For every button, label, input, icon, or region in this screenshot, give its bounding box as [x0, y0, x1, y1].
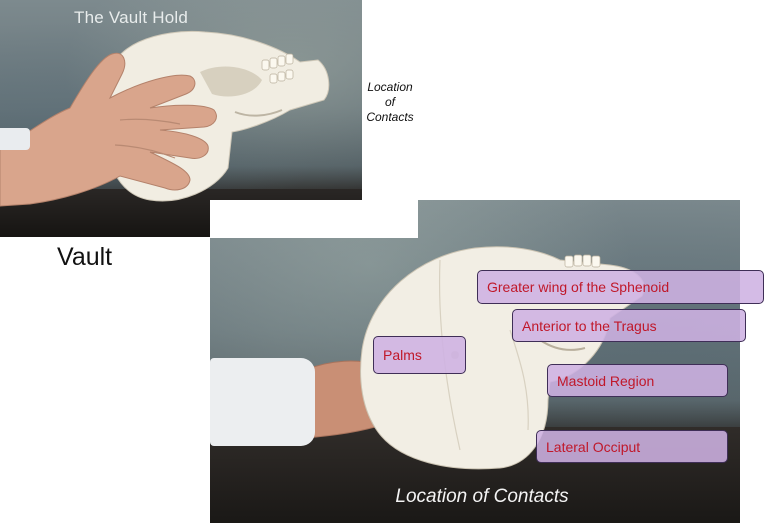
shirt-sleeve [210, 358, 315, 446]
photo-title: The Vault Hold [74, 8, 188, 27]
contacts-photo: Location of Contacts [210, 200, 740, 523]
contact-label-mastoid: Mastoid Region [547, 364, 728, 397]
side-note-line: Location [367, 80, 413, 94]
contact-label-text: Mastoid Region [557, 372, 655, 389]
side-note-line: of [384, 95, 395, 109]
contact-label-greater-wing: Greater wing of the Sphenoid [477, 270, 764, 304]
contact-label-lateral-occiput: Lateral Occiput [536, 430, 728, 463]
contact-label-text: Palms [383, 347, 422, 363]
contact-label-palms: Palms [373, 336, 466, 374]
side-note: Location of Contacts [362, 80, 418, 125]
photo-caption: Location of Contacts [395, 486, 569, 507]
side-note-line: Contacts [366, 110, 414, 124]
contact-label-text: Lateral Occiput [546, 438, 641, 455]
contact-label-text: Anterior to the Tragus [522, 317, 657, 334]
contact-label-anterior-tragus: Anterior to the Tragus [512, 309, 746, 342]
skull-illustration [0, 30, 330, 207]
vault-heading: Vault [57, 243, 113, 271]
photo-corner-cutout [210, 200, 418, 238]
shirt-cuff [0, 128, 30, 150]
contact-label-text: Greater wing of the Sphenoid [487, 279, 670, 295]
vault-hold-photo: The Vault Hold [0, 0, 362, 237]
